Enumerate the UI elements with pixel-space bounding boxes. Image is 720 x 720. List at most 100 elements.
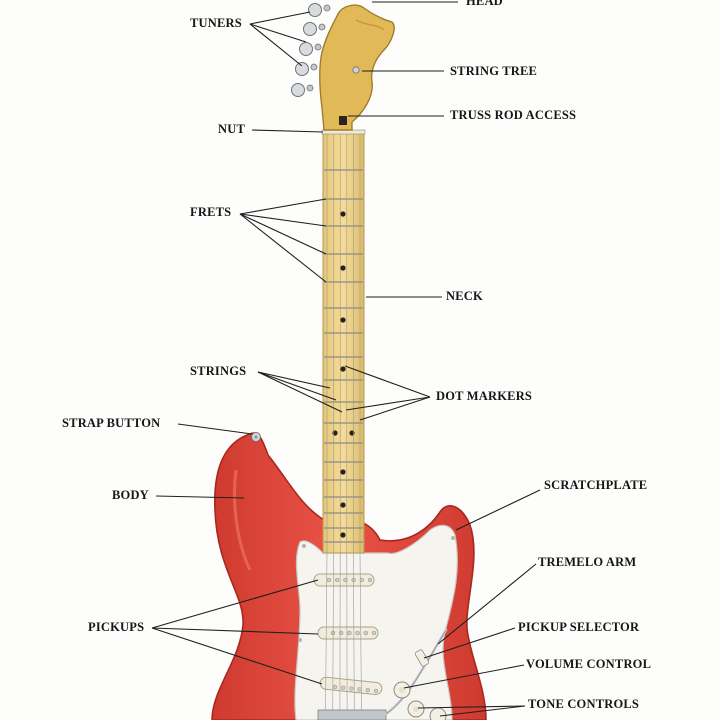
tuner-key: [291, 83, 305, 97]
leader-strings: [257, 371, 343, 413]
tuner-post: [318, 23, 326, 31]
leader-pickups: [151, 579, 319, 629]
pickup-pole-pieces: [326, 577, 379, 694]
pole-piece: [355, 630, 360, 636]
label-truss-rod-access: TRUSS ROD ACCESS: [450, 108, 577, 122]
dot-marker: [340, 502, 346, 508]
leader-dots: [359, 396, 431, 421]
leader-frets: [239, 213, 327, 227]
leader-lines: [151, 1, 541, 717]
label-tremelo-arm: TREMELO ARM: [538, 555, 637, 569]
label-strap-button: STRAP BUTTON: [62, 416, 161, 430]
pole-piece: [363, 630, 368, 636]
pole-piece: [371, 630, 377, 636]
label-tuners: TUNERS: [190, 16, 242, 30]
strings: [326, 131, 361, 553]
string: [325, 552, 328, 713]
pole-piece: [367, 577, 373, 583]
leader-scratchplate: [455, 489, 541, 531]
dot-markers: [332, 211, 355, 538]
pole-piece: [357, 687, 362, 692]
leader-tremelo: [437, 563, 537, 645]
leader-frets: [239, 213, 327, 255]
leader-volume: [403, 664, 525, 689]
leader-tone: [439, 705, 526, 717]
pole-piece: [359, 577, 364, 583]
tuner-post: [310, 63, 318, 71]
dot-marker: [340, 469, 346, 475]
leader-dots: [345, 396, 431, 411]
bridge: [317, 709, 387, 720]
label-body: BODY: [112, 488, 149, 502]
pole-piece: [335, 577, 340, 583]
label-dot-markers: DOT MARKERS: [436, 389, 533, 403]
label-volume-control: VOLUME CONTROL: [526, 657, 652, 671]
leader-body: [155, 495, 245, 499]
scratchplate-screw: [298, 638, 302, 642]
label-frets: FRETS: [190, 205, 232, 219]
tone-knob: [407, 700, 425, 718]
string: [332, 552, 334, 713]
leader-strings: [257, 371, 331, 389]
strings-over-body: [325, 552, 362, 713]
leader-pickups: [151, 627, 323, 685]
dot-marker: [349, 430, 355, 436]
leader-tuners: [249, 23, 307, 43]
pole-piece: [373, 688, 379, 694]
label-pickups: PICKUPS: [88, 620, 145, 634]
leader-strap: [177, 423, 253, 435]
label-tone-controls: TONE CONTROLS: [528, 697, 640, 711]
body-highlight: [233, 469, 252, 571]
pole-piece: [326, 577, 332, 583]
tuner-post: [323, 4, 331, 12]
strap-button: [251, 432, 261, 442]
leader-nut: [251, 129, 324, 133]
dot-marker: [332, 430, 338, 436]
dot-marker: [340, 265, 346, 271]
leader-selector: [423, 627, 516, 659]
label-scratchplate: SCRATCHPLATE: [544, 478, 648, 492]
truss-rod-access: [339, 116, 347, 125]
volume-knob: [393, 681, 411, 699]
scratchplate-screw: [302, 544, 306, 548]
label-head: HEAD: [466, 0, 503, 8]
label-string-tree: STRING TREE: [450, 64, 538, 78]
leader-pickups: [151, 627, 319, 635]
leader-strings: [257, 371, 337, 401]
tuner-key: [303, 22, 317, 36]
label-pickup-selector: PICKUP SELECTOR: [518, 620, 640, 634]
string: [353, 552, 355, 713]
tuner-key: [308, 3, 322, 17]
leader-tone: [417, 705, 526, 709]
tuner-post: [306, 84, 314, 92]
leader-dots: [344, 365, 431, 398]
head-decal: [355, 19, 385, 31]
string-tree: [352, 66, 360, 74]
dot-marker: [340, 211, 346, 217]
pole-piece: [332, 684, 338, 690]
scratchplate-screw: [451, 536, 455, 540]
tuner-key: [295, 62, 309, 76]
label-nut: NUT: [218, 122, 245, 136]
neck: [322, 132, 365, 554]
pole-piece: [347, 630, 352, 636]
tone-knob: [429, 707, 447, 720]
pole-piece: [341, 685, 346, 690]
pickup-selector: [414, 649, 430, 667]
dot-marker: [340, 366, 346, 372]
leader-frets: [239, 213, 327, 283]
tuner-post: [314, 43, 322, 51]
label-strings: STRINGS: [190, 364, 247, 378]
string: [359, 552, 362, 713]
pole-piece: [365, 688, 370, 693]
leader-tuners: [249, 23, 303, 67]
leader-frets: [239, 198, 327, 215]
leader-tuners: [249, 11, 311, 25]
frets: [324, 169, 363, 543]
pole-piece: [349, 686, 354, 691]
dot-marker: [340, 317, 346, 323]
dot-marker: [340, 532, 346, 538]
tuner-key: [299, 42, 313, 56]
